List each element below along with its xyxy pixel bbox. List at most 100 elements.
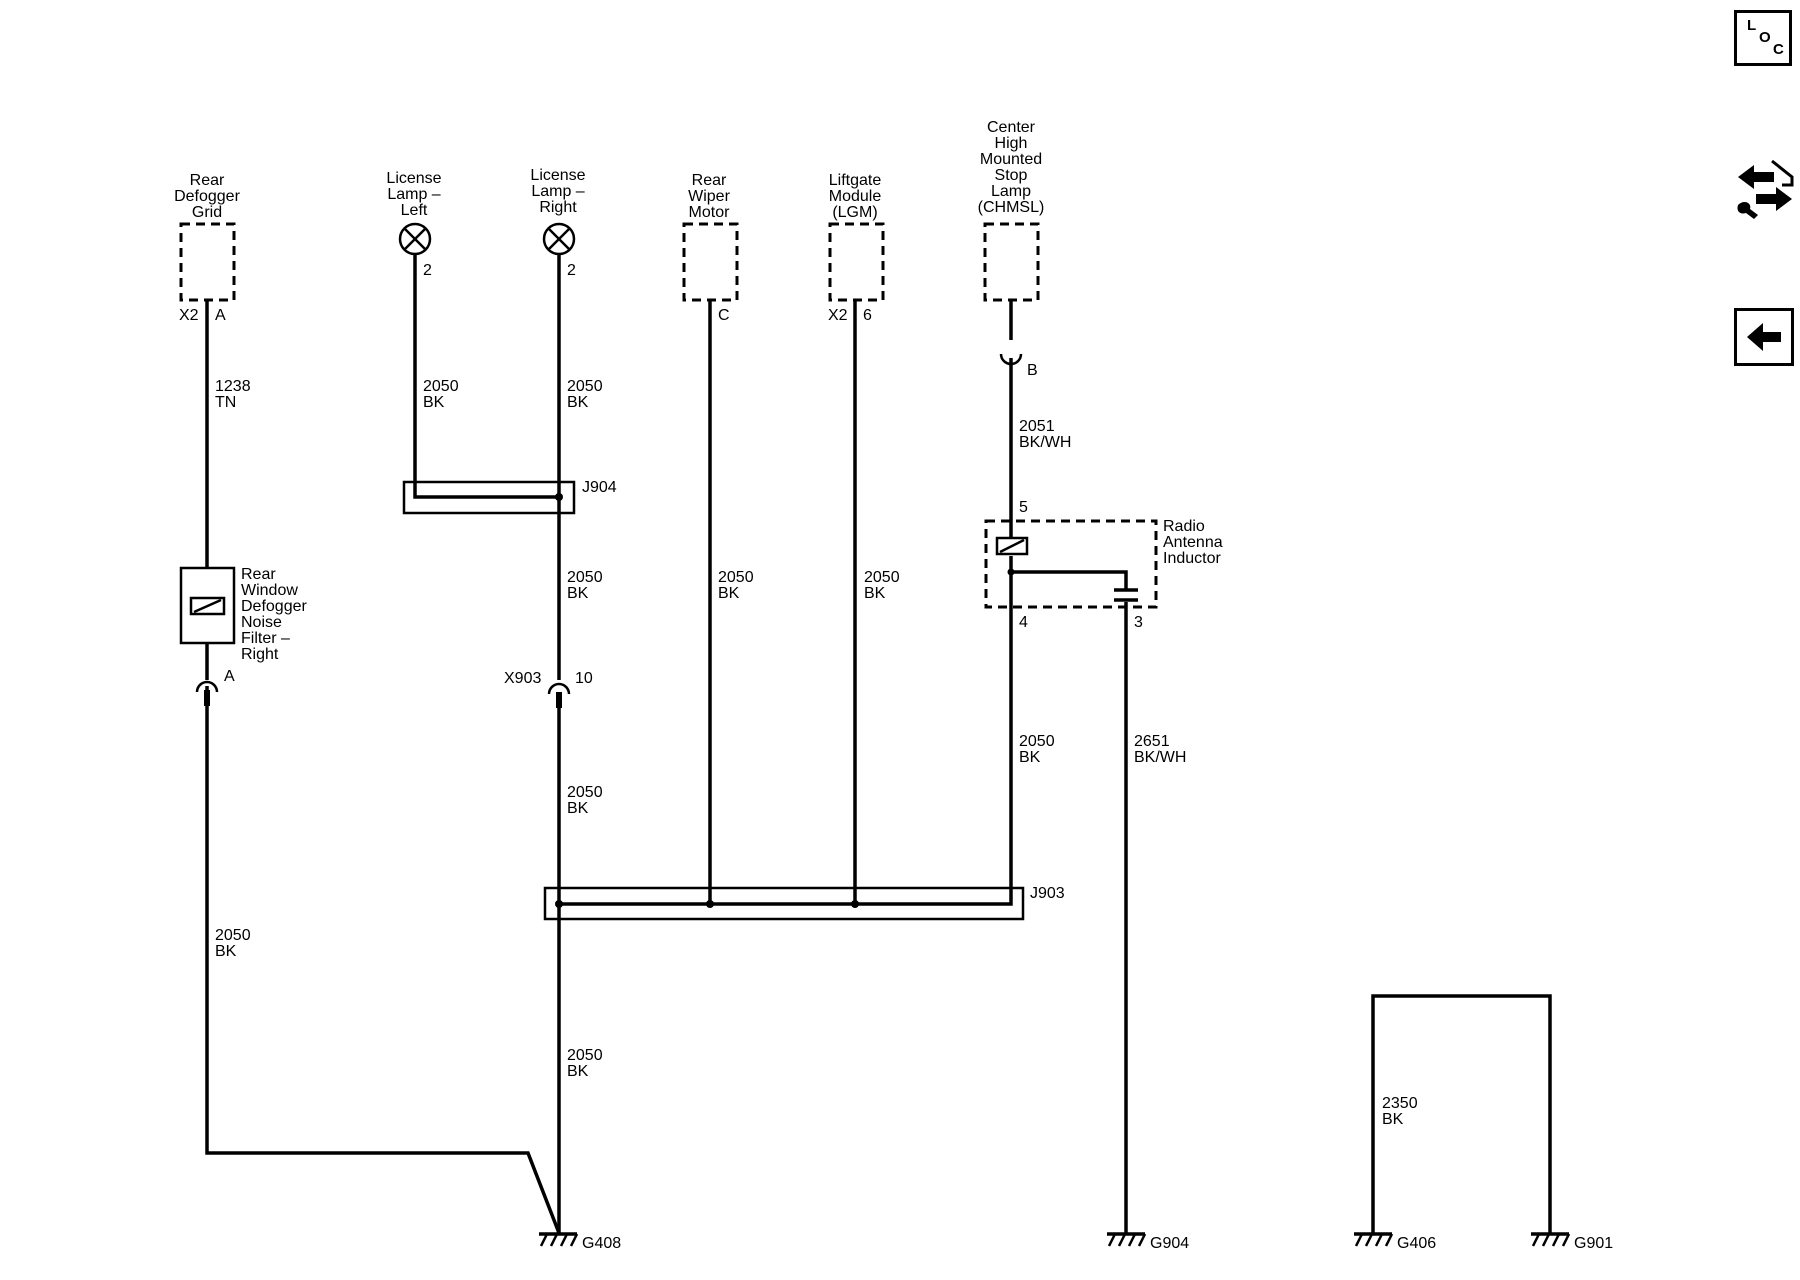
wire-label-2050-wiper: 2050 BK	[718, 569, 754, 602]
defogger-pin-label: A	[215, 307, 226, 324]
svg-text:Right: Right	[539, 199, 577, 216]
wire-label-2050-defogger-ground: 2050 BK	[215, 927, 251, 960]
liftgate-module-label: Liftgate Module (LGM)	[829, 172, 882, 221]
wire-label-2350: 2350 BK	[1382, 1095, 1418, 1128]
svg-text:BK/WH: BK/WH	[1019, 434, 1071, 451]
j904-label: J904	[582, 479, 617, 496]
svg-text:BK: BK	[864, 585, 886, 602]
license-lamp-right-symbol	[542, 222, 576, 256]
svg-text:2051: 2051	[1019, 418, 1055, 435]
wire-label-2050-x903-out: 2050 BK	[567, 784, 603, 817]
svg-text:Antenna: Antenna	[1163, 534, 1223, 551]
svg-text:2651: 2651	[1134, 733, 1170, 750]
svg-text:Defogger: Defogger	[174, 188, 240, 205]
wire-2050-inductor	[559, 607, 1013, 906]
svg-text:Right: Right	[241, 646, 279, 663]
svg-text:BK: BK	[1019, 749, 1041, 766]
svg-text:Filter –: Filter –	[241, 630, 290, 647]
svg-text:Lamp –: Lamp –	[531, 183, 584, 200]
inline-pin-label: 10	[575, 670, 593, 687]
svg-text:Motor: Motor	[689, 204, 731, 221]
wire-label-2050-inductor: 2050 BK	[1019, 733, 1055, 766]
svg-text:License: License	[530, 167, 585, 184]
rear-wiper-motor-label: Rear Wiper Motor	[688, 172, 730, 221]
wire-label-2051: 2051 BK/WH	[1019, 418, 1071, 451]
wire-label-2050-j904-out: 2050 BK	[567, 569, 603, 602]
back-button[interactable]	[1734, 308, 1794, 366]
wiper-pin-label: C	[718, 307, 730, 324]
inductor-pin-4-label: 4	[1019, 614, 1028, 631]
ground-g904-label: G904	[1150, 1235, 1189, 1252]
svg-text:TN: TN	[215, 394, 236, 411]
filter-connector-pin	[204, 690, 210, 706]
inductor-capacitor-symbol	[1114, 588, 1138, 602]
svg-text:Wiper: Wiper	[688, 188, 730, 205]
svg-text:Inductor: Inductor	[1163, 550, 1221, 567]
connector-wrench-icon	[1737, 159, 1794, 219]
filter-connector-symbol	[195, 680, 219, 693]
chmsl-connector-symbol	[999, 353, 1023, 366]
wire-2050-defogger-ground	[205, 686, 561, 1234]
noise-filter-label: Rear Window Defogger Noise Filter – Righ…	[241, 566, 307, 663]
splice-pack-j903	[543, 886, 1025, 921]
radio-antenna-inductor-label: Radio Antenna Inductor	[1163, 518, 1223, 567]
svg-text:Center: Center	[987, 119, 1036, 136]
svg-text:Noise: Noise	[241, 614, 282, 631]
svg-text:Mounted: Mounted	[980, 151, 1042, 168]
svg-text:Left: Left	[401, 202, 428, 219]
svg-text:Lamp –: Lamp –	[387, 186, 440, 203]
svg-text:BK: BK	[215, 943, 237, 960]
filter-pin-label: A	[224, 668, 235, 685]
svg-text:2050: 2050	[567, 378, 603, 395]
svg-text:Rear: Rear	[190, 172, 225, 189]
rear-defogger-grid-label: Rear Defogger Grid	[174, 172, 240, 221]
svg-text:2050: 2050	[864, 569, 900, 586]
license-lamp-left-symbol	[398, 222, 432, 256]
svg-text:2050: 2050	[423, 378, 459, 395]
lamp-right-pin-label: 2	[567, 262, 576, 279]
loc-button[interactable]: L O C	[1734, 10, 1792, 66]
ground-g406-symbol	[1354, 1232, 1394, 1247]
svg-text:2050: 2050	[1019, 733, 1055, 750]
svg-text:High: High	[995, 135, 1028, 152]
svg-text:Rear: Rear	[241, 566, 276, 583]
j903-label: J903	[1030, 885, 1065, 902]
ground-g904-symbol	[1107, 1232, 1147, 1247]
svg-text:(LGM): (LGM)	[832, 204, 877, 221]
splice-pack-j904	[402, 480, 576, 515]
inline-connector-label: X903	[504, 670, 541, 687]
ground-g406-label: G406	[1397, 1235, 1436, 1252]
radio-antenna-inductor-box	[984, 519, 1158, 609]
svg-text:BK: BK	[718, 585, 740, 602]
svg-text:(CHMSL): (CHMSL)	[978, 199, 1045, 216]
rear-wiper-motor-box	[682, 222, 739, 302]
svg-text:BK: BK	[567, 800, 589, 817]
wire-inductor-branch	[1011, 570, 1128, 590]
svg-text:Liftgate: Liftgate	[829, 172, 882, 189]
svg-text:Stop: Stop	[995, 167, 1028, 184]
ground-g408-label: G408	[582, 1235, 621, 1252]
svg-text:BK: BK	[423, 394, 445, 411]
ground-g408-symbol	[539, 1232, 579, 1247]
lamp-left-pin-label: 2	[423, 262, 432, 279]
loc-letter-c: C	[1773, 41, 1784, 58]
svg-text:2350: 2350	[1382, 1095, 1418, 1112]
lgm-connector-label: X2	[828, 307, 848, 324]
svg-text:Radio: Radio	[1163, 518, 1205, 535]
svg-text:2050: 2050	[718, 569, 754, 586]
defogger-connector-label: X2	[179, 307, 199, 324]
svg-text:BK: BK	[567, 394, 589, 411]
connector-wrench-button[interactable]	[1734, 155, 1796, 221]
wire-label-2050-lamp-right: 2050 BK	[567, 378, 603, 411]
inductor-pin-5-label: 5	[1019, 499, 1028, 516]
rear-defogger-grid-box	[179, 222, 236, 302]
x903-connector-pin	[556, 692, 562, 708]
svg-text:BK: BK	[567, 1063, 589, 1080]
ground-g901-symbol	[1531, 1232, 1571, 1247]
inductor-pin-3-label: 3	[1134, 614, 1143, 631]
svg-text:2050: 2050	[215, 927, 251, 944]
ground-g901-label: G901	[1574, 1235, 1613, 1252]
liftgate-module-box	[828, 222, 885, 302]
svg-text:Rear: Rear	[692, 172, 727, 189]
